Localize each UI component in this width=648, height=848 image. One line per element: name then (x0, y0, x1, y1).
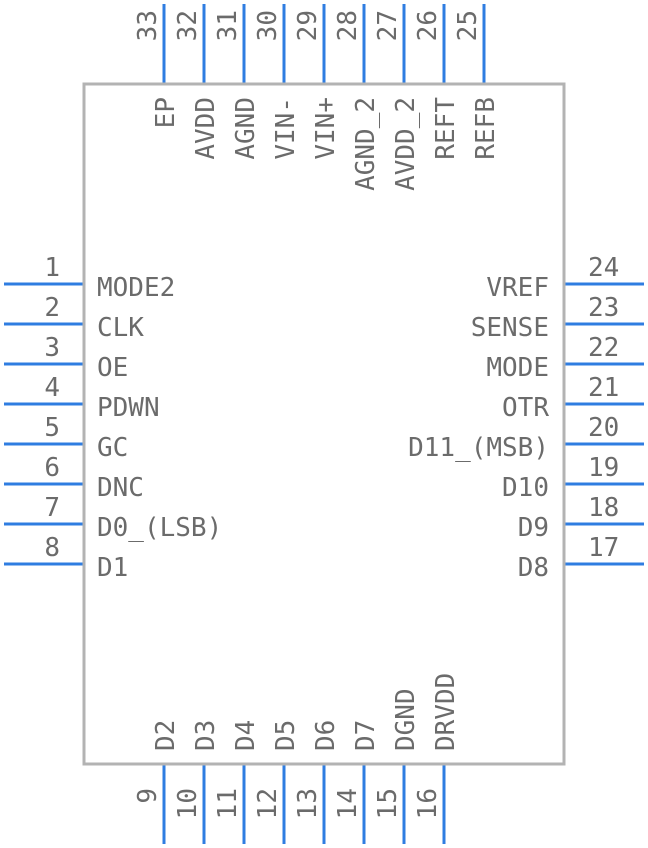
pin-number-7: 7 (44, 493, 60, 523)
pin-number-4: 4 (44, 373, 60, 403)
pin-label-29: VIN+ (311, 97, 341, 160)
pin-number-25: 25 (453, 10, 483, 41)
pin-label-4: PDWN (97, 393, 160, 423)
pin-label-9: D2 (151, 720, 181, 751)
pin-label-24: VREF (486, 273, 549, 303)
pins-layer (4, 4, 644, 844)
pin-number-12: 12 (253, 788, 283, 819)
pin-label-26: REFT (431, 97, 461, 160)
pin-number-10: 10 (173, 788, 203, 819)
pin-number-11: 11 (213, 788, 243, 819)
pin-number-8: 8 (44, 533, 60, 563)
pin-label-30: VIN- (271, 97, 301, 160)
pin-label-18: D9 (518, 513, 549, 543)
pin-label-20: D11_(MSB) (408, 433, 549, 463)
pin-label-22: MODE (486, 353, 549, 383)
pin-number-6: 6 (44, 453, 60, 483)
pin-number-32: 32 (173, 10, 203, 41)
pin-number-9: 9 (133, 788, 163, 804)
labels-layer: 1MODE22CLK3OE4PDWN5GC6DNC7D0_(LSB)8D124V… (44, 10, 619, 819)
pin-number-30: 30 (253, 10, 283, 41)
pin-label-8: D1 (97, 553, 128, 583)
pin-number-19: 19 (588, 453, 619, 483)
pin-number-31: 31 (213, 10, 243, 41)
pin-number-17: 17 (588, 533, 619, 563)
pin-label-1: MODE2 (97, 273, 175, 303)
pin-number-24: 24 (588, 253, 619, 283)
pin-number-20: 20 (588, 413, 619, 443)
pin-label-27: AVDD_2 (391, 97, 421, 191)
pin-number-33: 33 (133, 10, 163, 41)
pin-number-5: 5 (44, 413, 60, 443)
pin-label-12: D5 (271, 720, 301, 751)
pin-label-33: EP (151, 97, 181, 128)
pin-label-7: D0_(LSB) (97, 513, 222, 543)
pin-number-16: 16 (413, 788, 443, 819)
pin-label-13: D6 (311, 720, 341, 751)
pin-label-10: D3 (191, 720, 221, 751)
ic-body (82, 82, 566, 766)
pin-label-5: GC (97, 433, 128, 463)
pin-label-17: D8 (518, 553, 549, 583)
pin-label-11: D4 (231, 720, 261, 751)
pin-label-19: D10 (502, 473, 549, 503)
pin-number-15: 15 (373, 788, 403, 819)
pin-number-14: 14 (333, 788, 363, 819)
pin-number-27: 27 (373, 10, 403, 41)
pin-number-23: 23 (588, 293, 619, 323)
pin-label-23: SENSE (471, 313, 549, 343)
pin-label-25: REFB (471, 97, 501, 160)
pin-number-2: 2 (44, 293, 60, 323)
pin-number-13: 13 (293, 788, 323, 819)
pin-number-29: 29 (293, 10, 323, 41)
pin-label-16: DRVDD (431, 673, 461, 751)
pin-label-28: AGND_2 (351, 97, 381, 191)
pin-label-14: D7 (351, 720, 381, 751)
pin-number-18: 18 (588, 493, 619, 523)
pin-number-22: 22 (588, 333, 619, 363)
pin-number-21: 21 (588, 373, 619, 403)
pin-label-32: AVDD (191, 97, 221, 160)
pin-number-3: 3 (44, 333, 60, 363)
pin-label-3: OE (97, 353, 128, 383)
pin-label-2: CLK (97, 313, 144, 343)
pin-label-31: AGND (231, 97, 261, 160)
pin-number-28: 28 (333, 10, 363, 41)
pin-label-21: OTR (502, 393, 549, 423)
pin-label-6: DNC (97, 473, 144, 503)
pin-number-1: 1 (44, 253, 60, 283)
pin-number-26: 26 (413, 10, 443, 41)
pin-label-15: DGND (391, 688, 421, 751)
